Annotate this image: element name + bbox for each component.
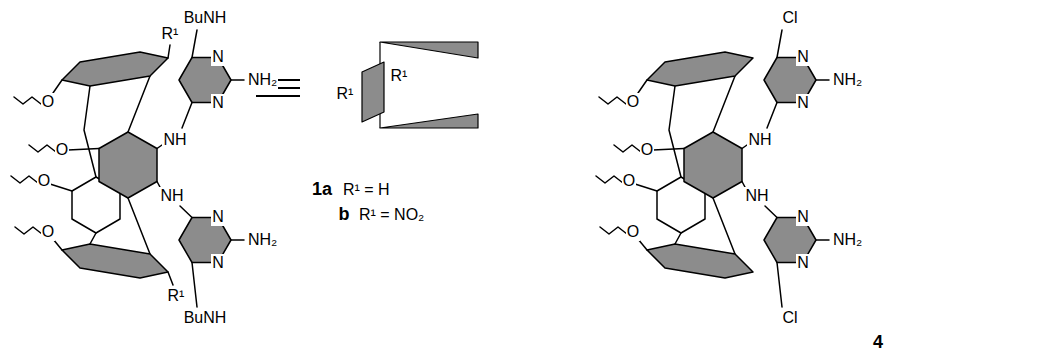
substituent-label: R¹ xyxy=(161,25,180,43)
schematic-ring xyxy=(362,62,384,122)
compound-number: 1a xyxy=(311,180,333,200)
bond xyxy=(168,272,173,285)
substituent-label: BuNH xyxy=(183,309,228,327)
atom-label: O xyxy=(640,141,654,159)
atom-label: O xyxy=(622,172,636,190)
atom-label: O xyxy=(55,141,69,159)
atom-label: NH₂ xyxy=(832,71,863,89)
atom-label: N xyxy=(796,254,810,272)
substituent-label: Cl xyxy=(781,309,798,327)
substituent-label: R¹ xyxy=(336,85,355,103)
schematic-wedge xyxy=(380,42,478,58)
atom-label: O xyxy=(626,223,640,241)
atom-label: NH₂ xyxy=(247,231,278,249)
atom-label: N xyxy=(211,254,225,272)
atom-label: O xyxy=(626,93,640,111)
atom-label: NH xyxy=(747,131,772,149)
compound-number: b xyxy=(338,205,351,225)
schematic-cone xyxy=(362,42,478,128)
substituent-definition: R¹ = H xyxy=(342,181,391,199)
atom-label: O xyxy=(41,93,55,111)
atom-label: N xyxy=(796,48,810,66)
atom-label: NH xyxy=(162,131,187,149)
equivalence-bar xyxy=(256,95,300,97)
calixarene-4 xyxy=(596,30,829,307)
substituent-label: BuNH xyxy=(183,9,228,27)
r1-bonds xyxy=(168,45,173,285)
atom-label: O xyxy=(41,223,55,241)
calixarene-1 xyxy=(11,30,244,307)
substituent-label: R¹ xyxy=(167,287,186,305)
substituent-definition: R¹ = NO₂ xyxy=(358,206,425,224)
atom-label: N xyxy=(211,48,225,66)
atom-label: NH xyxy=(159,187,184,205)
bond xyxy=(168,45,170,58)
atom-label: NH₂ xyxy=(247,71,278,89)
atom-label: N xyxy=(211,94,225,112)
atom-label: N xyxy=(796,208,810,226)
compound-number: 4 xyxy=(872,333,884,353)
substituent-label: R¹ xyxy=(390,67,409,85)
atom-label: O xyxy=(37,172,51,190)
schematic-wedge xyxy=(380,114,478,128)
atom-label: N xyxy=(796,94,810,112)
atom-label: N xyxy=(211,208,225,226)
atom-label: NH₂ xyxy=(832,231,863,249)
substituent-label: Cl xyxy=(781,9,798,27)
atom-label: NH xyxy=(744,187,769,205)
